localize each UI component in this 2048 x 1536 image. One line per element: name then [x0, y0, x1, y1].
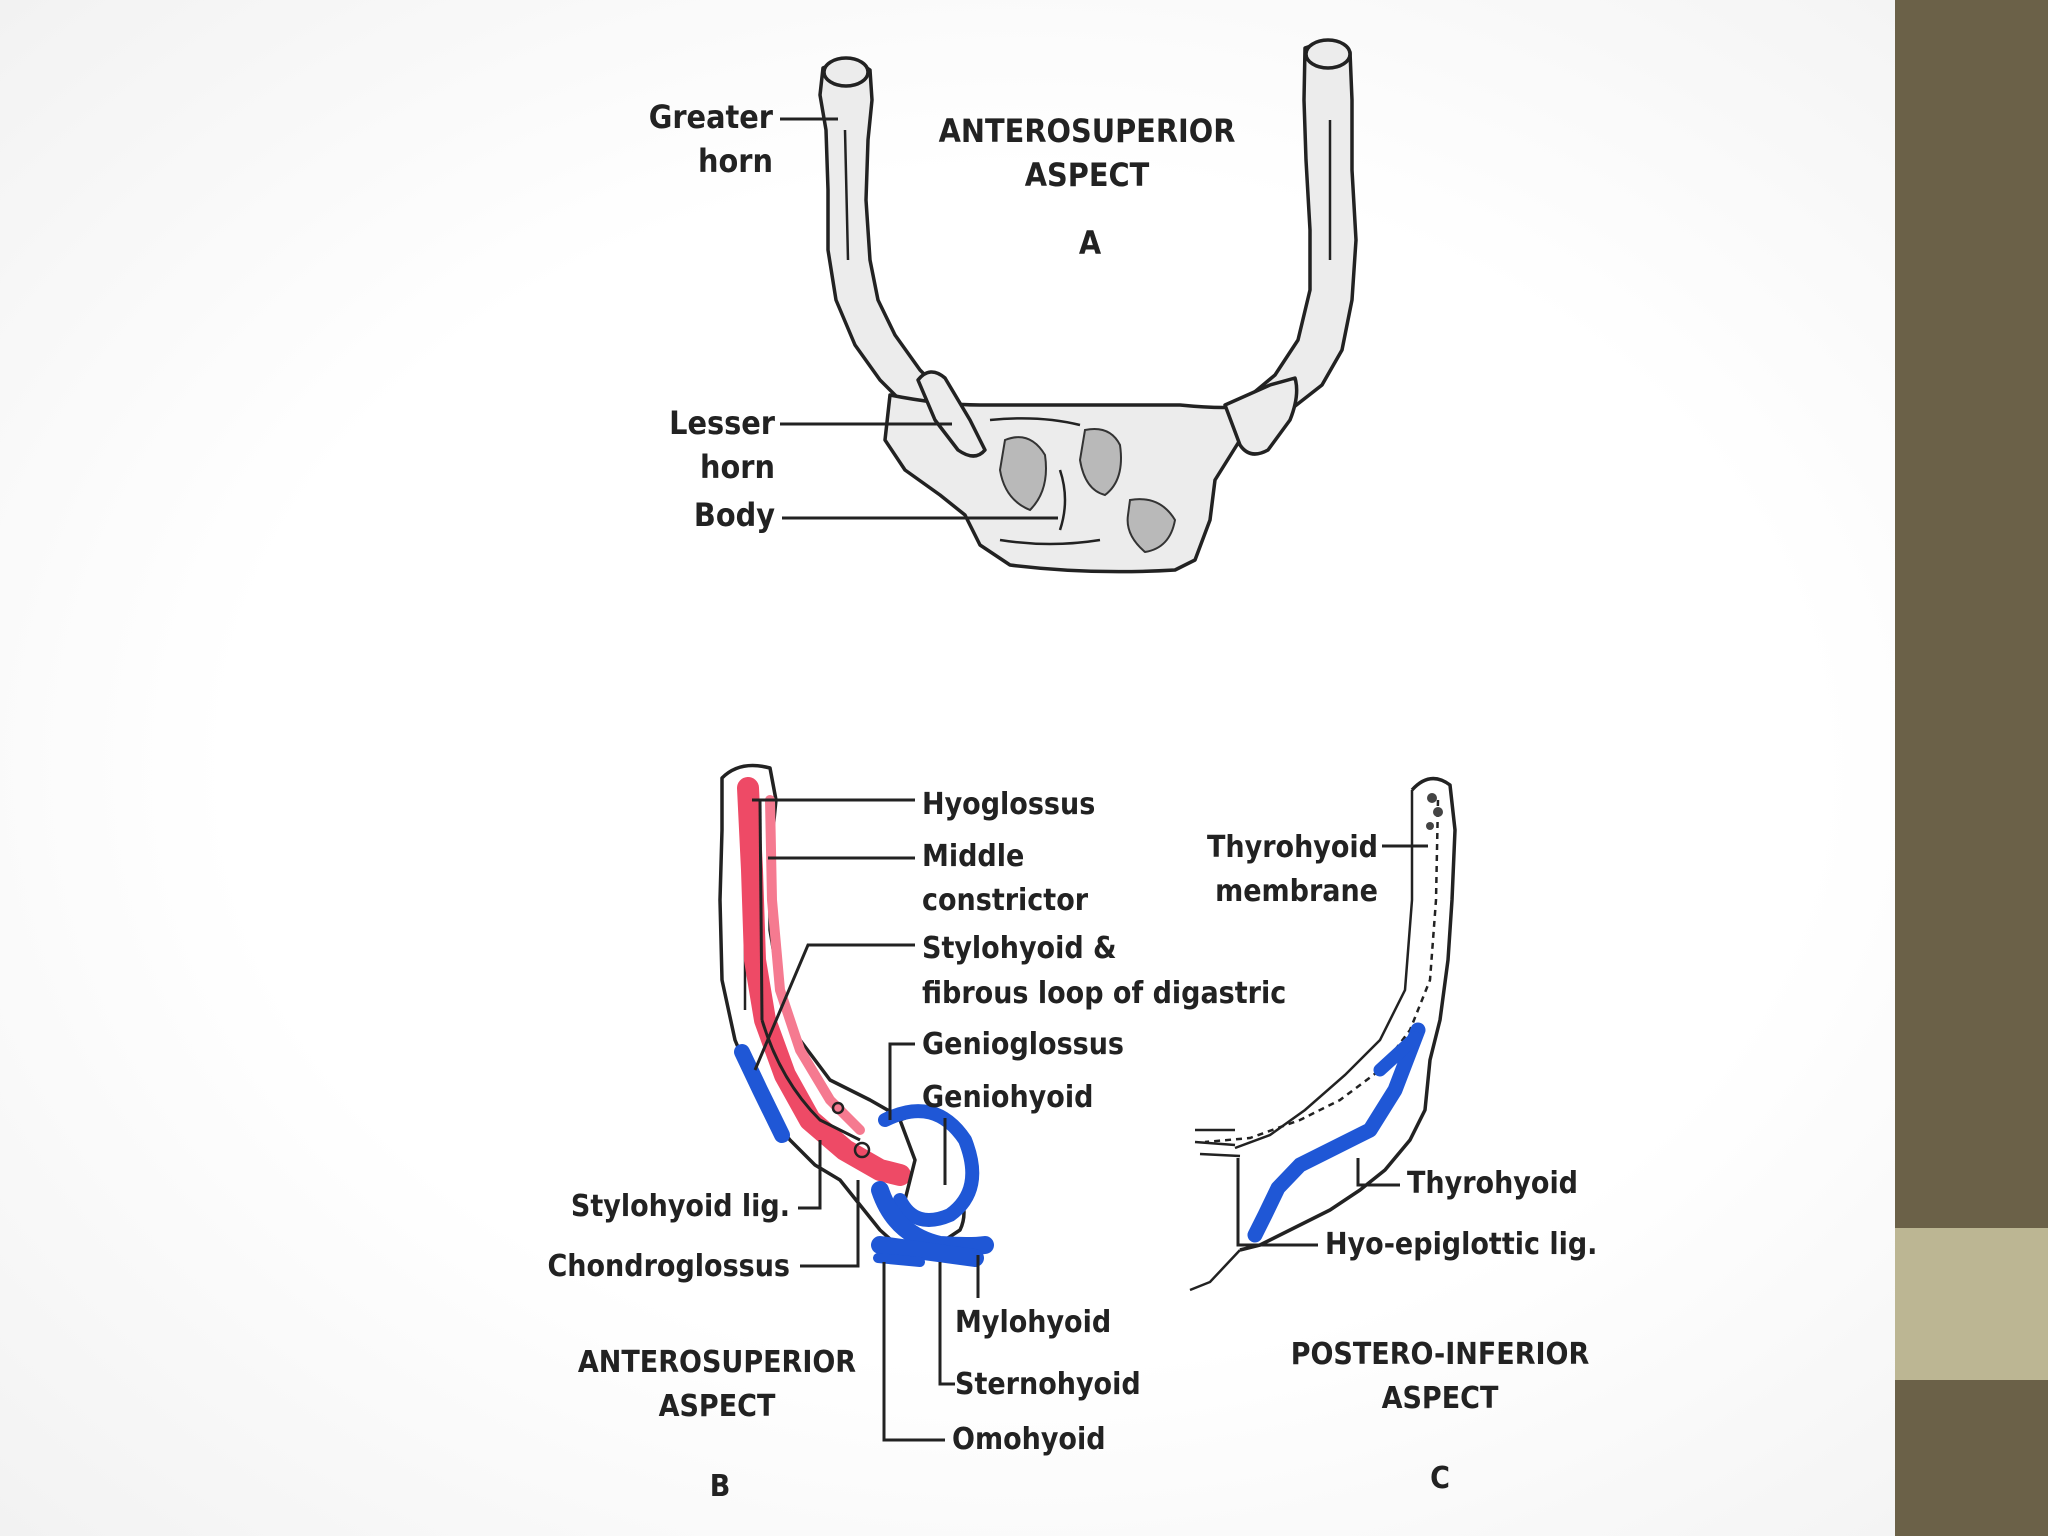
red-divider-line — [758, 799, 764, 1021]
figure-c-title-line2: ASPECT — [1382, 1381, 1499, 1416]
figure-a-hyoid-drawing — [818, 38, 1358, 574]
label-greater-horn-line2: horn — [698, 142, 773, 180]
figure-a-title-line1: ANTEROSUPERIOR — [939, 112, 1236, 150]
label-stylohyoid-line2: fibrous loop of digastric — [922, 976, 1286, 1011]
sternohyoid-blue — [871, 1236, 984, 1267]
label-middle-constrictor-line2: constrictor — [922, 883, 1089, 918]
label-chondroglossus: Chondroglossus — [547, 1249, 790, 1284]
label-middle-constrictor-line1: Middle — [922, 839, 1024, 874]
figure-c-foramen-1 — [1427, 793, 1437, 803]
figure-b-hyoid-drawing — [718, 763, 994, 1267]
label-stylohyoid-line1: Stylohyoid & — [922, 931, 1117, 966]
figure-b-letter: B — [710, 1469, 731, 1504]
figure-c-dashed-edge — [1204, 799, 1440, 1144]
leader-omohyoid — [882, 1262, 945, 1442]
left-lesser-horn — [916, 370, 987, 458]
figure-c-base-line — [1189, 1128, 1241, 1292]
leader-genioglossus — [888, 1042, 915, 1120]
figure-a-letter: A — [1079, 224, 1102, 262]
right-lesser-horn — [1223, 376, 1299, 456]
label-greater-horn-line1: Greater — [649, 98, 774, 136]
leader-thyrohyoid — [1356, 1158, 1400, 1187]
figure-b-title-line1: ANTEROSUPERIOR — [578, 1345, 856, 1380]
figure-c-foramen-2 — [1433, 807, 1443, 817]
figure-a-title-line2: ASPECT — [1025, 156, 1150, 194]
leader-chondroglossus — [800, 1180, 860, 1268]
label-sternohyoid: Sternohyoid — [955, 1367, 1141, 1402]
slide-sidebar-accent — [1895, 1228, 2048, 1380]
leader-stylohyoid-lig — [798, 1140, 822, 1210]
hyo-epiglottic-blue — [1373, 1031, 1422, 1077]
label-omohyoid: Omohyoid — [952, 1422, 1106, 1457]
label-lesser-horn-line2: horn — [700, 448, 775, 486]
leader-sternohyoid — [938, 1262, 955, 1386]
thyrohyoid-blue — [1247, 1022, 1426, 1243]
label-thyrohyoid-membrane-line1: Thyrohyoid — [1207, 830, 1378, 865]
label-geniohyoid: Geniohyoid — [922, 1080, 1093, 1115]
label-body: Body — [694, 496, 775, 534]
leader-hyo-epiglottic — [1236, 1158, 1318, 1247]
figure-c-hyoid-drawing — [1189, 776, 1457, 1292]
label-mylohyoid: Mylohyoid — [955, 1305, 1111, 1340]
left-greater-horn — [818, 60, 947, 412]
figure-c-title-line1: POSTERO-INFERIOR — [1291, 1337, 1590, 1372]
label-stylohyoid-lig: Stylohyoid lig. — [571, 1189, 790, 1224]
label-thyrohyoid-membrane-line2: membrane — [1215, 874, 1378, 909]
right-greater-horn — [1243, 42, 1358, 422]
figure-b-title-line2: ASPECT — [659, 1389, 776, 1424]
body-depression-center — [1078, 428, 1122, 497]
label-thyrohyoid: Thyrohyoid — [1407, 1166, 1578, 1201]
figure-c-inner-edge — [1234, 790, 1414, 1150]
label-genioglossus: Genioglossus — [922, 1027, 1124, 1062]
figure-c-foramen-3 — [1426, 822, 1434, 830]
figure-c-letter: C — [1430, 1461, 1450, 1496]
label-lesser-horn-line1: Lesser — [669, 404, 776, 442]
red-divider-curve — [760, 1019, 861, 1142]
attachment-hole — [853, 1141, 871, 1159]
geniohyoid-blue — [878, 1104, 980, 1227]
stylohyoid-blue — [734, 1044, 790, 1143]
label-hyo-epiglottic: Hyo-epiglottic lig. — [1325, 1227, 1597, 1262]
figure-c-bone-outline — [1239, 776, 1457, 1252]
body-depression-right — [1126, 498, 1177, 554]
right-greater-horn-tip — [1304, 38, 1352, 70]
leader-stylohyoid — [753, 943, 915, 1071]
body-texture — [843, 120, 1332, 546]
omohyoid-blue — [873, 1253, 925, 1267]
body-depression-left — [998, 436, 1047, 512]
label-hyoglossus: Hyoglossus — [922, 787, 1095, 822]
left-greater-horn-tip — [822, 56, 870, 88]
attachment-hole-2 — [831, 1101, 845, 1115]
